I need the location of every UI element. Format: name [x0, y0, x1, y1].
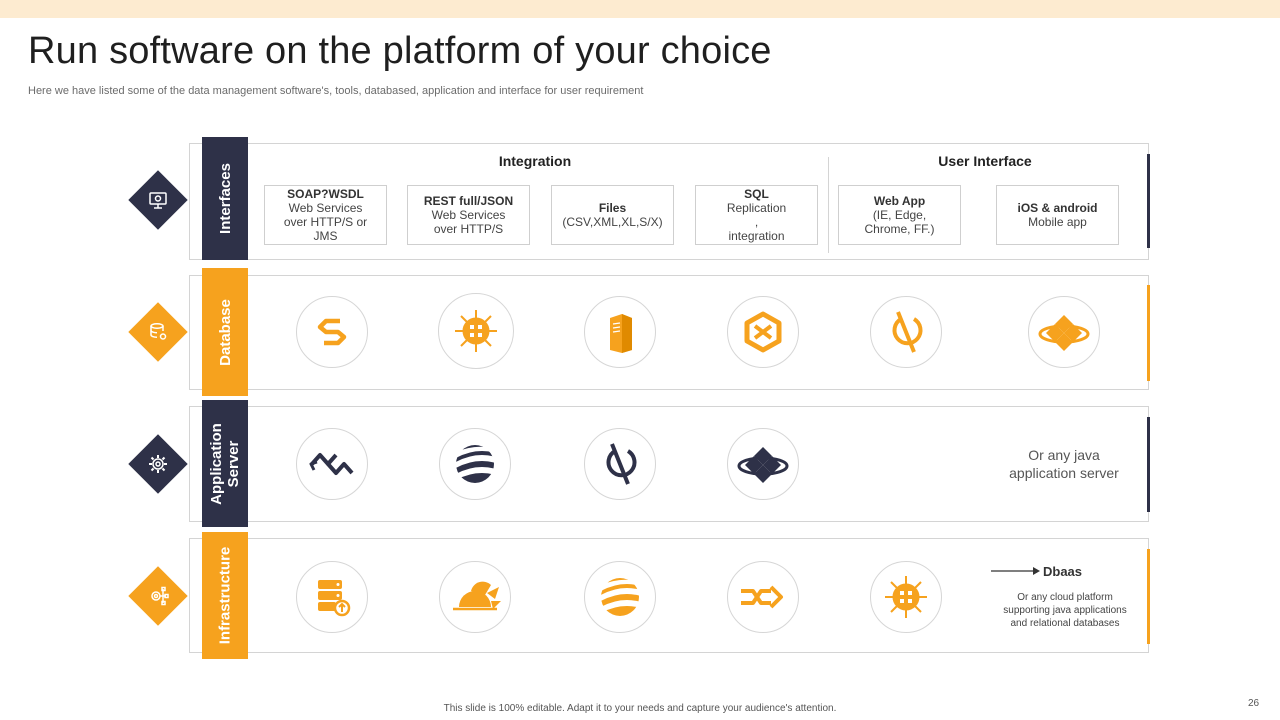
database-label: Database — [216, 298, 234, 366]
java-server-note: Or any java application server — [1009, 447, 1119, 481]
server-stack-logo — [296, 561, 368, 633]
arc-slash-logo-dark — [584, 428, 656, 500]
row-accent — [1147, 154, 1150, 248]
integration-card-rest: REST full/JSON Web Services over HTTP/S — [407, 185, 530, 245]
integration-card-sql: SQL Replication , integration — [695, 185, 818, 245]
database-gear-icon — [142, 316, 174, 348]
sphere-stripes-logo — [439, 428, 511, 500]
page-number: 26 — [1248, 698, 1260, 709]
top-strip — [0, 0, 1280, 18]
integration-heading: Integration — [498, 153, 572, 169]
monitor-settings-icon — [142, 184, 174, 216]
integration-card-soap: SOAP?WSDL Web Services over HTTP/S or JM… — [264, 185, 387, 245]
interfaces-label: Interfaces — [216, 163, 234, 234]
s-bracket-logo — [296, 296, 368, 368]
sphere-stripes-logo-orange — [584, 561, 656, 633]
slide-subtitle: Here we have listed some of the data man… — [28, 85, 644, 97]
section-divider — [828, 157, 829, 253]
arc-slash-logo — [870, 296, 942, 368]
database-label-bar: Database — [202, 268, 248, 396]
row-accent — [1147, 285, 1150, 381]
server-tower-logo — [584, 296, 656, 368]
network-gear-icon — [142, 580, 174, 612]
dbaas-note: Or any cloud platform supporting java ap… — [1003, 592, 1127, 629]
dbaas-label: Dbaas — [1043, 564, 1083, 579]
infrastructure-label-bar: Infrastructure — [202, 532, 248, 659]
ui-card-mobile-app: iOS & android Mobile app — [996, 185, 1119, 245]
footer-note: This slide is 100% editable. Adapt it to… — [443, 703, 837, 714]
cross-arrows-logo — [727, 561, 799, 633]
hexagon-logo — [727, 296, 799, 368]
chip-logo-infra — [870, 561, 942, 633]
chip-logo — [438, 293, 514, 369]
ui-card-web-app: Web App (IE, Edge, Chrome, FF.) — [838, 185, 961, 245]
row-accent — [1147, 549, 1150, 644]
arrow-right-icon — [991, 567, 1040, 575]
diamond-ellipse-logo-dark — [727, 428, 799, 500]
diamond-ellipse-logo — [1028, 296, 1100, 368]
fan-sun-logo — [439, 561, 511, 633]
zigzag-arrows-logo — [296, 428, 368, 500]
gear-chip-icon — [142, 448, 174, 480]
infrastructure-label: Infrastructure — [216, 546, 234, 645]
slide-title: Run software on the platform of your cho… — [28, 30, 772, 72]
interfaces-label-bar: Interfaces — [202, 137, 248, 260]
integration-card-files: Files (CSV,XML,XL,S/X) — [551, 185, 674, 245]
row-accent — [1147, 417, 1150, 512]
user-interface-heading: User Interface — [938, 153, 1032, 169]
